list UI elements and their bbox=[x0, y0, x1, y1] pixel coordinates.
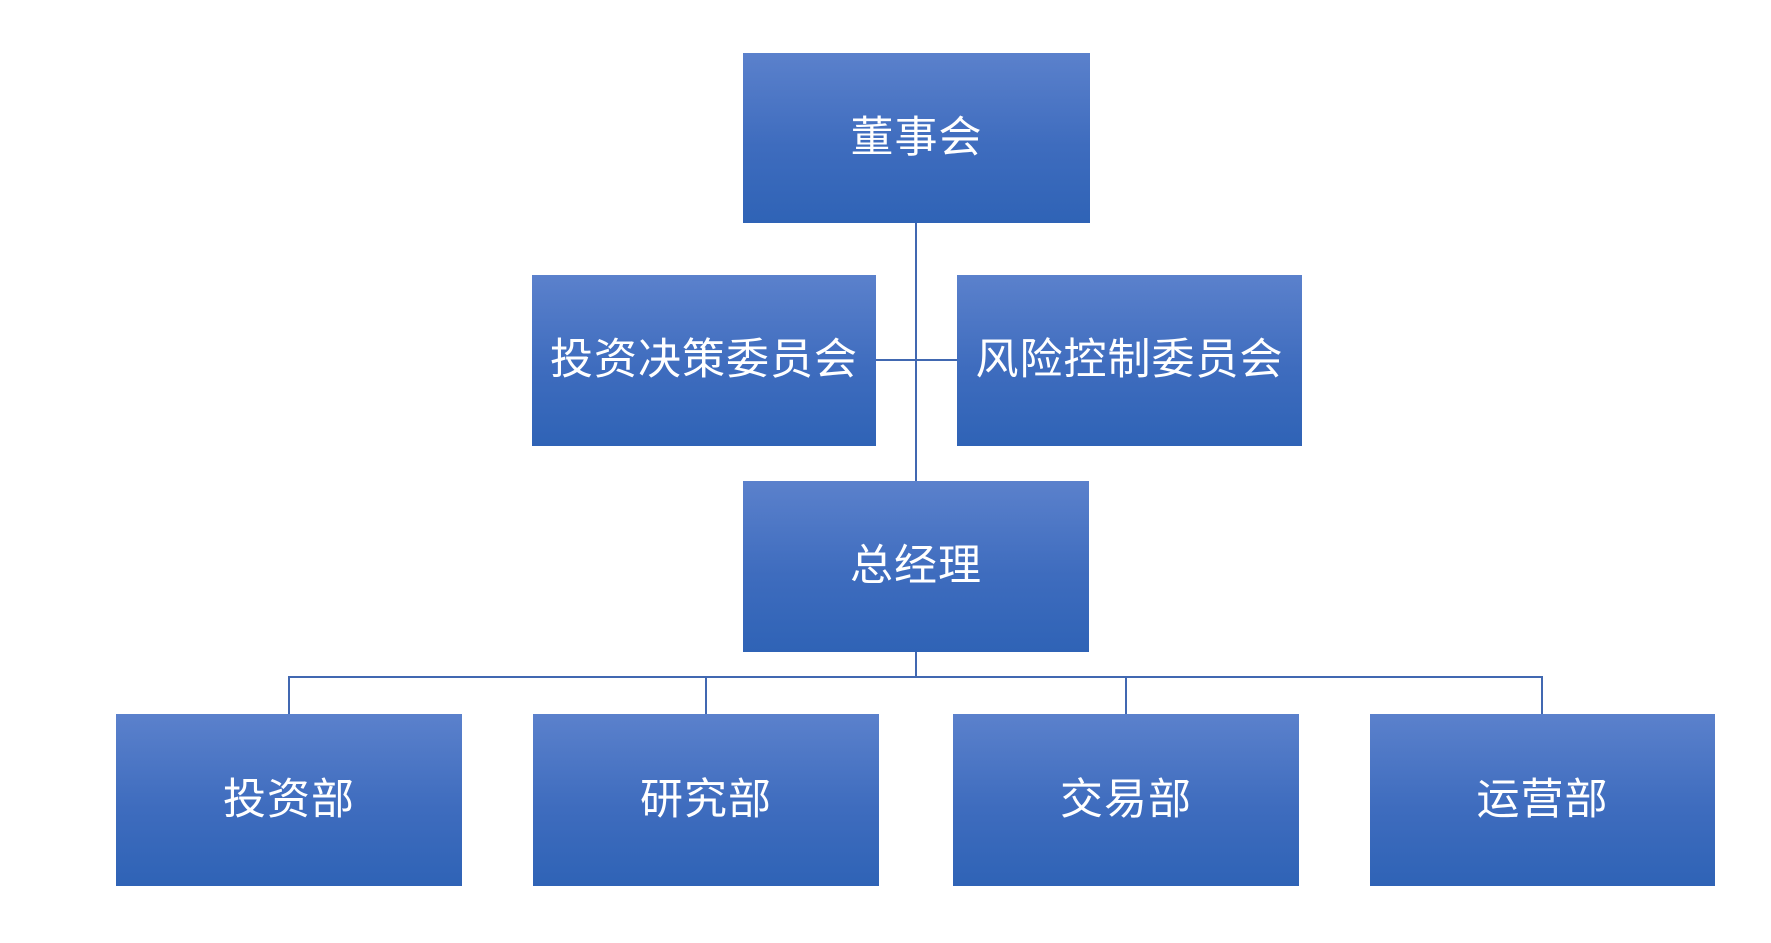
connector-general-manager-stub bbox=[915, 652, 917, 677]
org-node-label: 风险控制委员会 bbox=[975, 336, 1284, 384]
org-node-label: 研究部 bbox=[640, 775, 772, 824]
org-node-label: 董事会 bbox=[850, 113, 983, 162]
org-node-general-manager: 总经理 bbox=[743, 481, 1089, 652]
connector-stub-research-dept bbox=[705, 676, 707, 714]
org-node-investment-decision-committee: 投资决策委员会 bbox=[532, 275, 876, 446]
connector-board-to-general-manager bbox=[915, 223, 917, 481]
connector-stub-operations-dept bbox=[1541, 676, 1543, 714]
org-node-label: 交易部 bbox=[1060, 775, 1192, 824]
org-node-trading-dept: 交易部 bbox=[953, 714, 1299, 886]
connector-stub-investment-dept bbox=[288, 676, 290, 714]
connector-departments-rail bbox=[288, 676, 1543, 678]
org-node-label: 投资部 bbox=[223, 775, 355, 824]
org-node-risk-control-committee: 风险控制委员会 bbox=[957, 275, 1302, 446]
org-node-investment-dept: 投资部 bbox=[116, 714, 462, 886]
org-node-label: 运营部 bbox=[1476, 775, 1609, 824]
org-node-board: 董事会 bbox=[743, 53, 1090, 223]
connector-committees-crossbar bbox=[876, 359, 957, 361]
connector-stub-trading-dept bbox=[1125, 676, 1127, 714]
org-node-label: 投资决策委员会 bbox=[550, 336, 858, 384]
org-node-operations-dept: 运营部 bbox=[1370, 714, 1715, 886]
org-node-label: 总经理 bbox=[850, 542, 982, 590]
org-node-research-dept: 研究部 bbox=[533, 714, 879, 886]
